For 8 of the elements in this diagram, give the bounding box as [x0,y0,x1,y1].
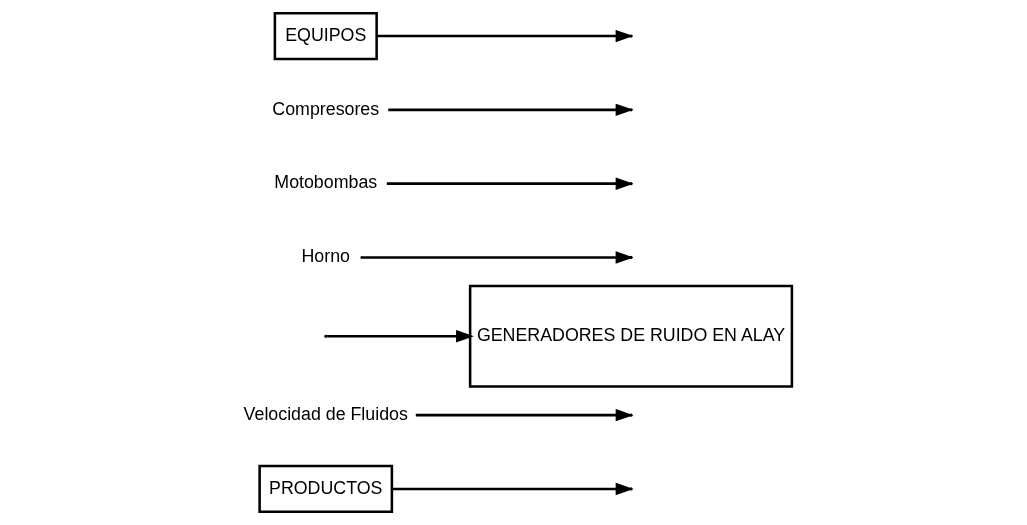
arrow [326,330,474,343]
node-box: PRODUCTOS [257,464,393,514]
node-text: Velocidad de Fluidos [243,403,408,424]
node-box: EQUIPOS [273,11,378,61]
node-text: Horno [301,246,350,267]
node-box: GENERADORES DE RUIDO EN ALAY [468,284,793,388]
node-text: Compresores [271,98,379,119]
node-text: Motobombas [273,172,377,193]
